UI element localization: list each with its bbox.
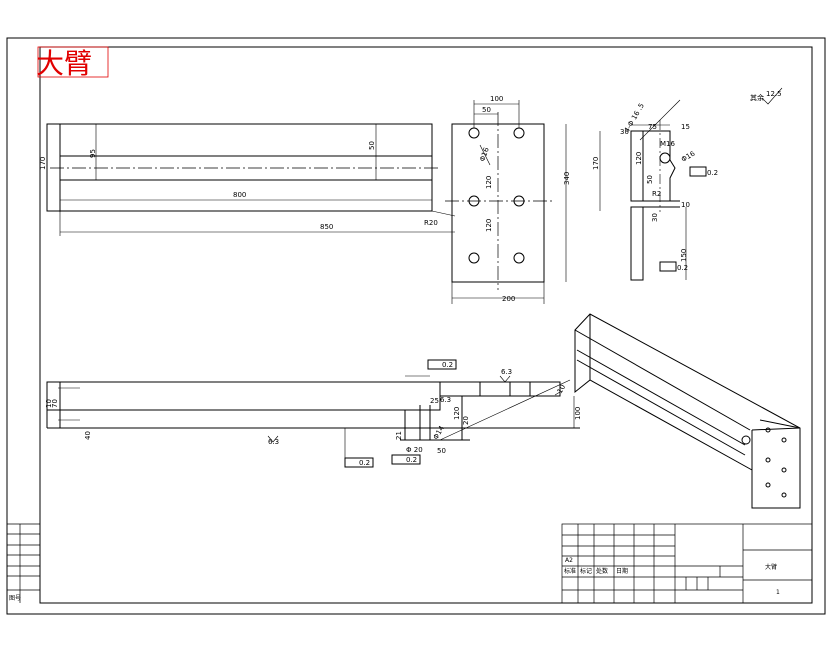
bottom-dim-20: 20 <box>462 416 470 425</box>
bottom-dim-100: 100 <box>574 407 582 420</box>
surface-note-prefix: 其余 <box>750 93 764 102</box>
bottom-dim-phi20: Φ 20 <box>406 446 423 454</box>
bottom-dim-10-b: 10 <box>556 383 567 395</box>
title-block-name: 大臂 <box>765 563 777 571</box>
side-dim-m16: M16 <box>660 140 675 148</box>
side-dim-75: 75 <box>648 123 657 131</box>
side-dim-15: 15 <box>681 123 690 131</box>
end-dim-50: 50 <box>482 106 491 114</box>
outer-frame <box>6 37 826 615</box>
left-block-label: 图号 <box>9 595 21 602</box>
bottom-tolerance-a: 0.2 <box>442 361 453 369</box>
title-block-label-count: 处数 <box>596 567 608 575</box>
end-view <box>445 100 567 304</box>
bottom-dim-70: 70 <box>51 399 59 408</box>
front-dim-50: 50 <box>368 141 376 150</box>
bottom-dim-6-3-c: 6.3 <box>440 396 451 404</box>
bottom-dim-40: 40 <box>84 431 92 440</box>
surface-roughness-icon <box>761 87 783 105</box>
inner-frame <box>39 46 813 604</box>
side-tolerance-a: 0.2 <box>707 169 718 177</box>
end-dim-phi16: Φ16 <box>478 146 491 163</box>
side-dim-170: 170 <box>592 157 600 170</box>
title-block-label-mark: 标记 <box>580 567 592 575</box>
side-dim-phi16: Φ16 <box>680 149 697 163</box>
side-tolerance-b: 0.2 <box>677 264 688 272</box>
side-dim-120: 120 <box>635 152 643 165</box>
side-dim-r2: R2 <box>652 190 661 198</box>
bottom-tolerance-b: 0.2 <box>359 459 370 467</box>
bottom-dim-21: 21 <box>395 431 403 440</box>
front-view <box>39 123 456 236</box>
side-dim-30: 30 <box>620 128 629 136</box>
bottom-dim-120: 120 <box>453 407 461 420</box>
bottom-dim-10: 10 <box>45 399 53 408</box>
bottom-view <box>46 359 580 468</box>
side-view <box>599 99 707 281</box>
end-dim-340: 340 <box>563 172 571 185</box>
title-box <box>37 46 109 78</box>
bottom-tolerance-c: 0.2 <box>406 456 417 464</box>
bottom-dim-50: 50 <box>437 447 446 455</box>
front-dim-95: 95 <box>89 149 97 158</box>
side-dim-10: 10 <box>681 201 690 209</box>
end-dim-200: 200 <box>502 295 515 303</box>
front-dim-r20: R20 <box>424 219 438 227</box>
left-margin-block <box>7 523 40 603</box>
bottom-dim-6-3-a: 6.3 <box>268 438 279 446</box>
end-dim-120-a: 120 <box>485 176 493 189</box>
title-block-label-date: 日期 <box>616 567 628 575</box>
title-block-scale: 1 <box>776 589 780 596</box>
side-dim-150: 150 <box>680 249 688 262</box>
drawing-title: 大臂 <box>36 47 92 80</box>
surface-note-value: 12.5 <box>766 90 782 98</box>
front-dim-170: 170 <box>39 157 47 170</box>
bottom-dim-6-3-b: 6.3 <box>501 368 512 376</box>
side-dim-30-b: 30 <box>651 213 659 222</box>
front-dim-850: 850 <box>320 223 333 231</box>
front-dim-800: 800 <box>233 191 246 199</box>
bottom-dim-25: 25 <box>430 397 439 405</box>
end-dim-100: 100 <box>490 95 503 103</box>
side-dim-holes: 4-Φ 16 .5 <box>623 102 646 134</box>
end-dim-120-b: 120 <box>485 219 493 232</box>
side-dim-50: 50 <box>646 175 654 184</box>
title-block <box>561 523 813 604</box>
title-block-sheet-size: A2 <box>565 557 573 564</box>
title-block-label-standard: 标准 <box>564 567 576 575</box>
isometric-view <box>574 313 801 509</box>
